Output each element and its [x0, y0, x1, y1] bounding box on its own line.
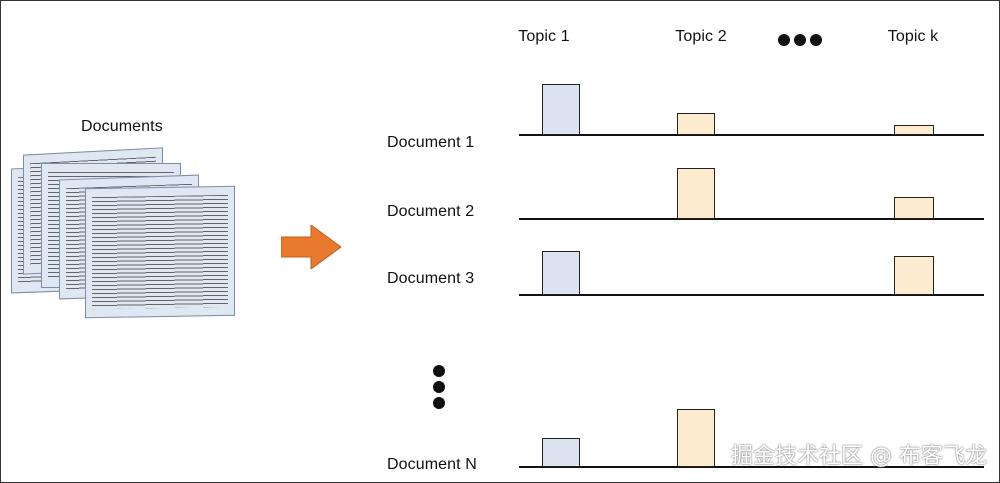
document-label: Document 3 [387, 270, 475, 287]
document-label: Document 1 [387, 134, 475, 151]
topic-weight-bar [677, 168, 715, 219]
right-arrow-icon [281, 225, 341, 269]
topic-weight-bar [894, 197, 934, 219]
document-baseline [519, 466, 984, 468]
document-baseline [519, 134, 984, 136]
topic-weight-bar [894, 256, 934, 295]
document-page-icon [85, 185, 235, 319]
watermark: 掘金技术社区 @ 布客飞龙 [731, 444, 987, 469]
document-label: Document 2 [387, 203, 475, 220]
document-baseline [519, 218, 984, 220]
topic-label: Topic k [887, 28, 939, 45]
document-label: Document N [387, 456, 477, 473]
topic-label: Topic 2 [675, 28, 727, 45]
topic-weight-bar [677, 113, 715, 135]
topic-weight-bar [542, 84, 580, 135]
topic-weight-bar [894, 125, 934, 135]
topic-weight-bar [677, 409, 715, 467]
topic-label: Topic 1 [518, 28, 570, 45]
documents-label: Documents [81, 118, 163, 135]
document-baseline [519, 294, 984, 296]
topic-weight-bar [542, 438, 580, 467]
topic-weight-bar [542, 251, 580, 295]
